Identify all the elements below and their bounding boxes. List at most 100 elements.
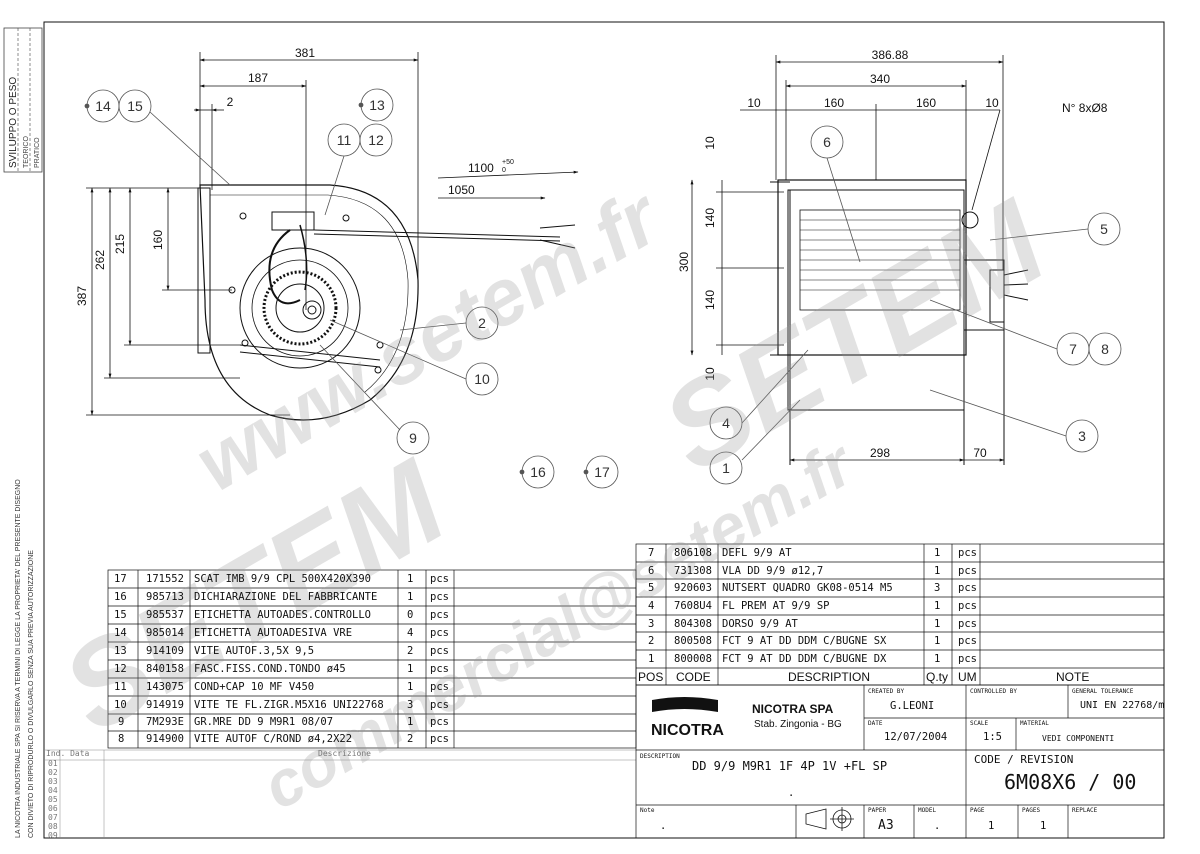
cell-pos: 8 bbox=[118, 733, 125, 745]
cell-pos: 15 bbox=[114, 609, 127, 621]
date-value: 12/07/2004 bbox=[884, 731, 948, 743]
cell-desc: DORSO 9/9 AT bbox=[722, 618, 798, 630]
created-by-value: G.LEONI bbox=[890, 700, 935, 712]
cell-pos: 5 bbox=[648, 582, 655, 594]
cell-pos: 16 bbox=[114, 591, 127, 603]
cell-code: 985014 bbox=[146, 627, 184, 639]
projection-symbol bbox=[805, 807, 854, 831]
cell-qty: 3 bbox=[934, 582, 941, 594]
cell-um: pcs bbox=[430, 609, 449, 621]
cell-code: 914900 bbox=[146, 733, 184, 745]
cell-code: 143075 bbox=[146, 681, 184, 693]
cell-qty: 1 bbox=[934, 653, 941, 665]
cell-qty: 0 bbox=[407, 609, 414, 621]
left-view-dimensions bbox=[86, 52, 579, 416]
paper-label: PAPER bbox=[868, 807, 887, 814]
dim-340: 340 bbox=[870, 72, 890, 86]
cell-pos: 10 bbox=[114, 699, 127, 711]
dim-v140-a: 140 bbox=[703, 208, 717, 228]
cell-desc: ETICHETTA AUTOADES.CONTROLLO bbox=[194, 609, 372, 621]
nicotra-logo: NICOTRA bbox=[651, 697, 724, 739]
model-value: . bbox=[934, 820, 941, 832]
cell-desc: GR.MRE DD 9 M9R1 08/07 bbox=[194, 716, 334, 728]
cell-code: 804308 bbox=[674, 618, 712, 630]
cell-code: 914919 bbox=[146, 699, 184, 711]
balloon-17: 17 bbox=[594, 464, 610, 480]
cell-um: pcs bbox=[958, 547, 977, 559]
left-view bbox=[197, 184, 576, 421]
cell-um: pcs bbox=[958, 565, 977, 577]
revision-row: 04 bbox=[48, 786, 58, 795]
cell-um: pcs bbox=[430, 681, 449, 693]
cell-pos: 17 bbox=[114, 573, 127, 585]
cell-um: pcs bbox=[430, 645, 449, 657]
cell-desc: VLA DD 9/9 ø12,7 bbox=[722, 565, 824, 577]
cell-code: 171552 bbox=[146, 573, 184, 585]
cell-pos: 12 bbox=[114, 663, 127, 675]
balloon-1: 1 bbox=[722, 460, 730, 476]
paper-value: A3 bbox=[878, 818, 894, 833]
left-balloons bbox=[84, 88, 619, 489]
balloon-8: 8 bbox=[1101, 341, 1109, 357]
dim-381: 381 bbox=[295, 46, 315, 60]
balloon-15: 15 bbox=[127, 98, 143, 114]
cell-pos: 7 bbox=[648, 547, 655, 559]
cell-qty: 1 bbox=[407, 663, 414, 675]
cell-desc: VITE AUTOF.3,5X 9,5 bbox=[194, 645, 315, 657]
created-by-label: CREATED BY bbox=[868, 688, 905, 695]
cell-qty: 4 bbox=[407, 627, 414, 639]
balloon-10: 10 bbox=[474, 371, 490, 387]
dim-v10-b: 10 bbox=[703, 367, 717, 381]
dim-1100-tol-bot: 0 bbox=[502, 167, 506, 174]
controlled-by-label: CONTROLLED BY bbox=[970, 688, 1017, 695]
code-label: CODE / REVISION bbox=[974, 753, 1074, 766]
cell-desc: FASC.FISS.COND.TONDO ø45 bbox=[194, 663, 346, 675]
cell-code: 7M293E bbox=[146, 716, 184, 728]
cell-pos: 11 bbox=[114, 681, 127, 693]
dim-10-a: 10 bbox=[747, 96, 761, 110]
revision-row: 09 bbox=[48, 831, 58, 840]
title-block-grid bbox=[635, 684, 1165, 839]
balloon-4: 4 bbox=[722, 415, 730, 431]
description-value: DD 9/9 M9R1 1F 4P 1V +FL SP bbox=[692, 759, 888, 773]
legal-notice-line1: LA NICOTRA INDUSTRIALE SPA SI RISERVA A … bbox=[15, 479, 22, 838]
scale-value: 1:5 bbox=[983, 731, 1002, 743]
cell-desc: FCT 9 AT DD DDM C/BUGNE SX bbox=[722, 635, 887, 647]
cell-code: 800008 bbox=[674, 653, 712, 665]
header-description: DESCRIPTION bbox=[788, 670, 871, 684]
dim-387: 387 bbox=[75, 286, 89, 306]
revision-row: 08 bbox=[48, 822, 58, 831]
cell-code: 731308 bbox=[674, 565, 712, 577]
cell-desc: NUTSERT QUADRO GK08-0514 M5 bbox=[722, 582, 893, 594]
dim-70: 70 bbox=[973, 446, 987, 460]
cell-desc: FCT 9 AT DD DDM C/BUGNE DX bbox=[722, 653, 887, 665]
tolerance-value: UNI EN 22768/m bbox=[1080, 700, 1165, 711]
cell-pos: 4 bbox=[648, 600, 655, 612]
header-qty: Q.ty bbox=[926, 670, 949, 684]
cell-code: 7608U4 bbox=[674, 600, 712, 612]
side-stamp-title: SVILUPPO O PESO bbox=[8, 77, 19, 168]
dim-187: 187 bbox=[248, 71, 268, 85]
cell-um: pcs bbox=[958, 582, 977, 594]
cell-qty: 2 bbox=[407, 733, 414, 745]
revision-row: 07 bbox=[48, 813, 58, 822]
model-label: MODEL bbox=[918, 807, 937, 814]
right-view-dimensions bbox=[690, 55, 1005, 462]
scale-label: SCALE bbox=[970, 720, 989, 727]
revision-row: 05 bbox=[48, 795, 58, 804]
header-um: UM bbox=[958, 670, 977, 684]
pages-value: 1 bbox=[1040, 820, 1047, 832]
balloon-9: 9 bbox=[409, 430, 417, 446]
parts-table-left-grid bbox=[107, 569, 637, 749]
cell-code: 806108 bbox=[674, 547, 712, 559]
cell-qty: 1 bbox=[934, 635, 941, 647]
dim-1100-tol-top: +50 bbox=[502, 159, 514, 166]
dim-386-88: 386.88 bbox=[872, 48, 909, 62]
cell-desc: SCAT IMB 9/9 CPL 500X420X390 bbox=[194, 573, 372, 585]
balloon-2: 2 bbox=[478, 315, 486, 331]
header-note: NOTE bbox=[1056, 670, 1090, 684]
cell-um: pcs bbox=[430, 733, 449, 745]
note-value: . bbox=[660, 820, 667, 832]
company-plant: Stab. Zingonia - BG bbox=[754, 719, 842, 730]
